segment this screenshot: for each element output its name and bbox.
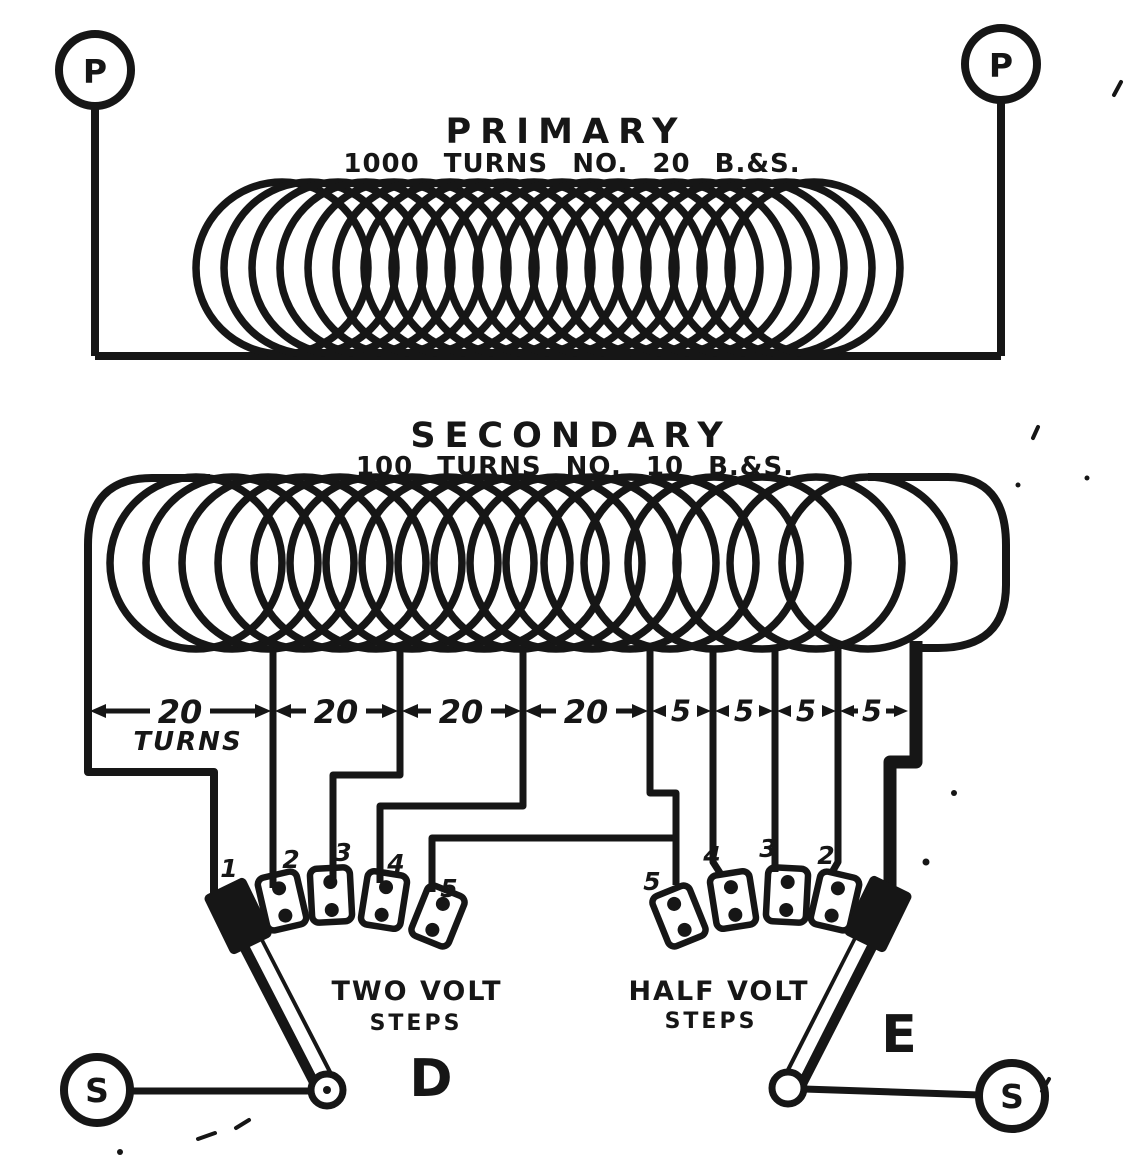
switch-e-contact-3 xyxy=(762,864,812,926)
secondary-right-lead xyxy=(883,641,923,902)
e-contact-label-5: 5 xyxy=(643,867,660,896)
d-contact-label-5: 5 xyxy=(440,874,457,903)
switch-e-pivot xyxy=(768,1068,808,1108)
switch-e-caption-line2: STEPS xyxy=(665,1009,758,1034)
switch-d-caption-line2: STEPS xyxy=(370,1011,463,1036)
switch-e-contact-4 xyxy=(706,867,760,933)
switch-d: 1 2 3 4 5 TWO VOLT STEPS D xyxy=(204,838,502,1110)
switch-d-caption-line1: TWO VOLT xyxy=(331,976,502,1007)
switch-d-contact-1 xyxy=(204,877,272,955)
bridge-wire-80t-to-d5 xyxy=(428,834,676,892)
secondary-right-end-cap xyxy=(868,473,1010,652)
switch-e-contact-5 xyxy=(649,882,709,950)
scan-artifacts xyxy=(117,80,1123,1155)
switch-e-letter: E xyxy=(881,1005,917,1065)
secondary-title: SECONDARY xyxy=(410,416,731,456)
switch-d-contact-3 xyxy=(306,864,356,926)
d-contact-label-2: 2 xyxy=(282,845,299,874)
dim-label-8: 5 xyxy=(862,694,882,728)
tap-wire-85t xyxy=(709,649,725,878)
dim-label-4: 20 xyxy=(564,693,609,731)
switch-d-contact-5 xyxy=(408,882,468,950)
switch-e-caption-line1: HALF VOLT xyxy=(628,976,809,1007)
dim-label-1: 20 xyxy=(158,693,203,731)
dim-label-6: 5 xyxy=(734,694,754,728)
d-contact-label-1: 1 xyxy=(220,854,237,883)
switch-e-contact-1 xyxy=(844,875,912,953)
primary-spec: 1000 TURNS NO. 20 B.&S. xyxy=(343,149,800,179)
terminal-p-left-label: P xyxy=(83,52,107,91)
terminal-p-right-label: P xyxy=(989,46,1013,85)
dim-label-5: 5 xyxy=(671,694,691,728)
primary-title: PRIMARY xyxy=(446,112,687,152)
secondary-terminal-right: S xyxy=(803,1059,1049,1133)
secondary-left-lead xyxy=(84,474,218,905)
secondary-tap-wires xyxy=(269,649,842,892)
secondary-terminal-left: S xyxy=(60,1053,311,1127)
primary-coil xyxy=(95,178,1001,360)
dim-label-7: 5 xyxy=(796,694,816,728)
terminal-p-left-circle xyxy=(55,30,135,110)
switch-d-letter: D xyxy=(409,1049,452,1109)
e-contact-label-4: 4 xyxy=(702,841,720,870)
d-contact-label-4: 4 xyxy=(386,849,404,878)
switch-e-contact-2 xyxy=(807,868,863,934)
e-contact-label-3: 3 xyxy=(759,834,776,863)
dim-label-3: 20 xyxy=(439,693,484,731)
terminal-s-right-circle xyxy=(975,1059,1049,1133)
d-contact-label-3: 3 xyxy=(334,838,351,867)
terminal-s-left-circle xyxy=(60,1053,134,1127)
primary-terminal-right: P xyxy=(961,24,1041,356)
turns-word: TURNS xyxy=(133,727,242,757)
terminal-s-left-label: S xyxy=(85,1071,109,1110)
primary-terminal-left: P xyxy=(55,30,135,356)
turns-dimension-row: 20 20 20 20 5 5 5 5 TURNS xyxy=(90,693,908,757)
switch-d-contact-4 xyxy=(357,867,411,933)
secondary-coil xyxy=(84,473,1010,905)
tap-wire-80t xyxy=(646,649,680,885)
e-contact-label-2: 2 xyxy=(817,841,834,870)
switch-d-contact-2 xyxy=(254,868,310,934)
terminal-p-right-circle xyxy=(961,24,1041,104)
terminal-s-right-label: S xyxy=(1000,1077,1024,1116)
tap-wire-40t xyxy=(329,649,404,880)
switch-e: 5 4 3 2 HALF VOLT STEPS E xyxy=(628,834,917,1108)
dim-label-2: 20 xyxy=(314,693,359,731)
tap-wire-60t xyxy=(376,649,527,883)
